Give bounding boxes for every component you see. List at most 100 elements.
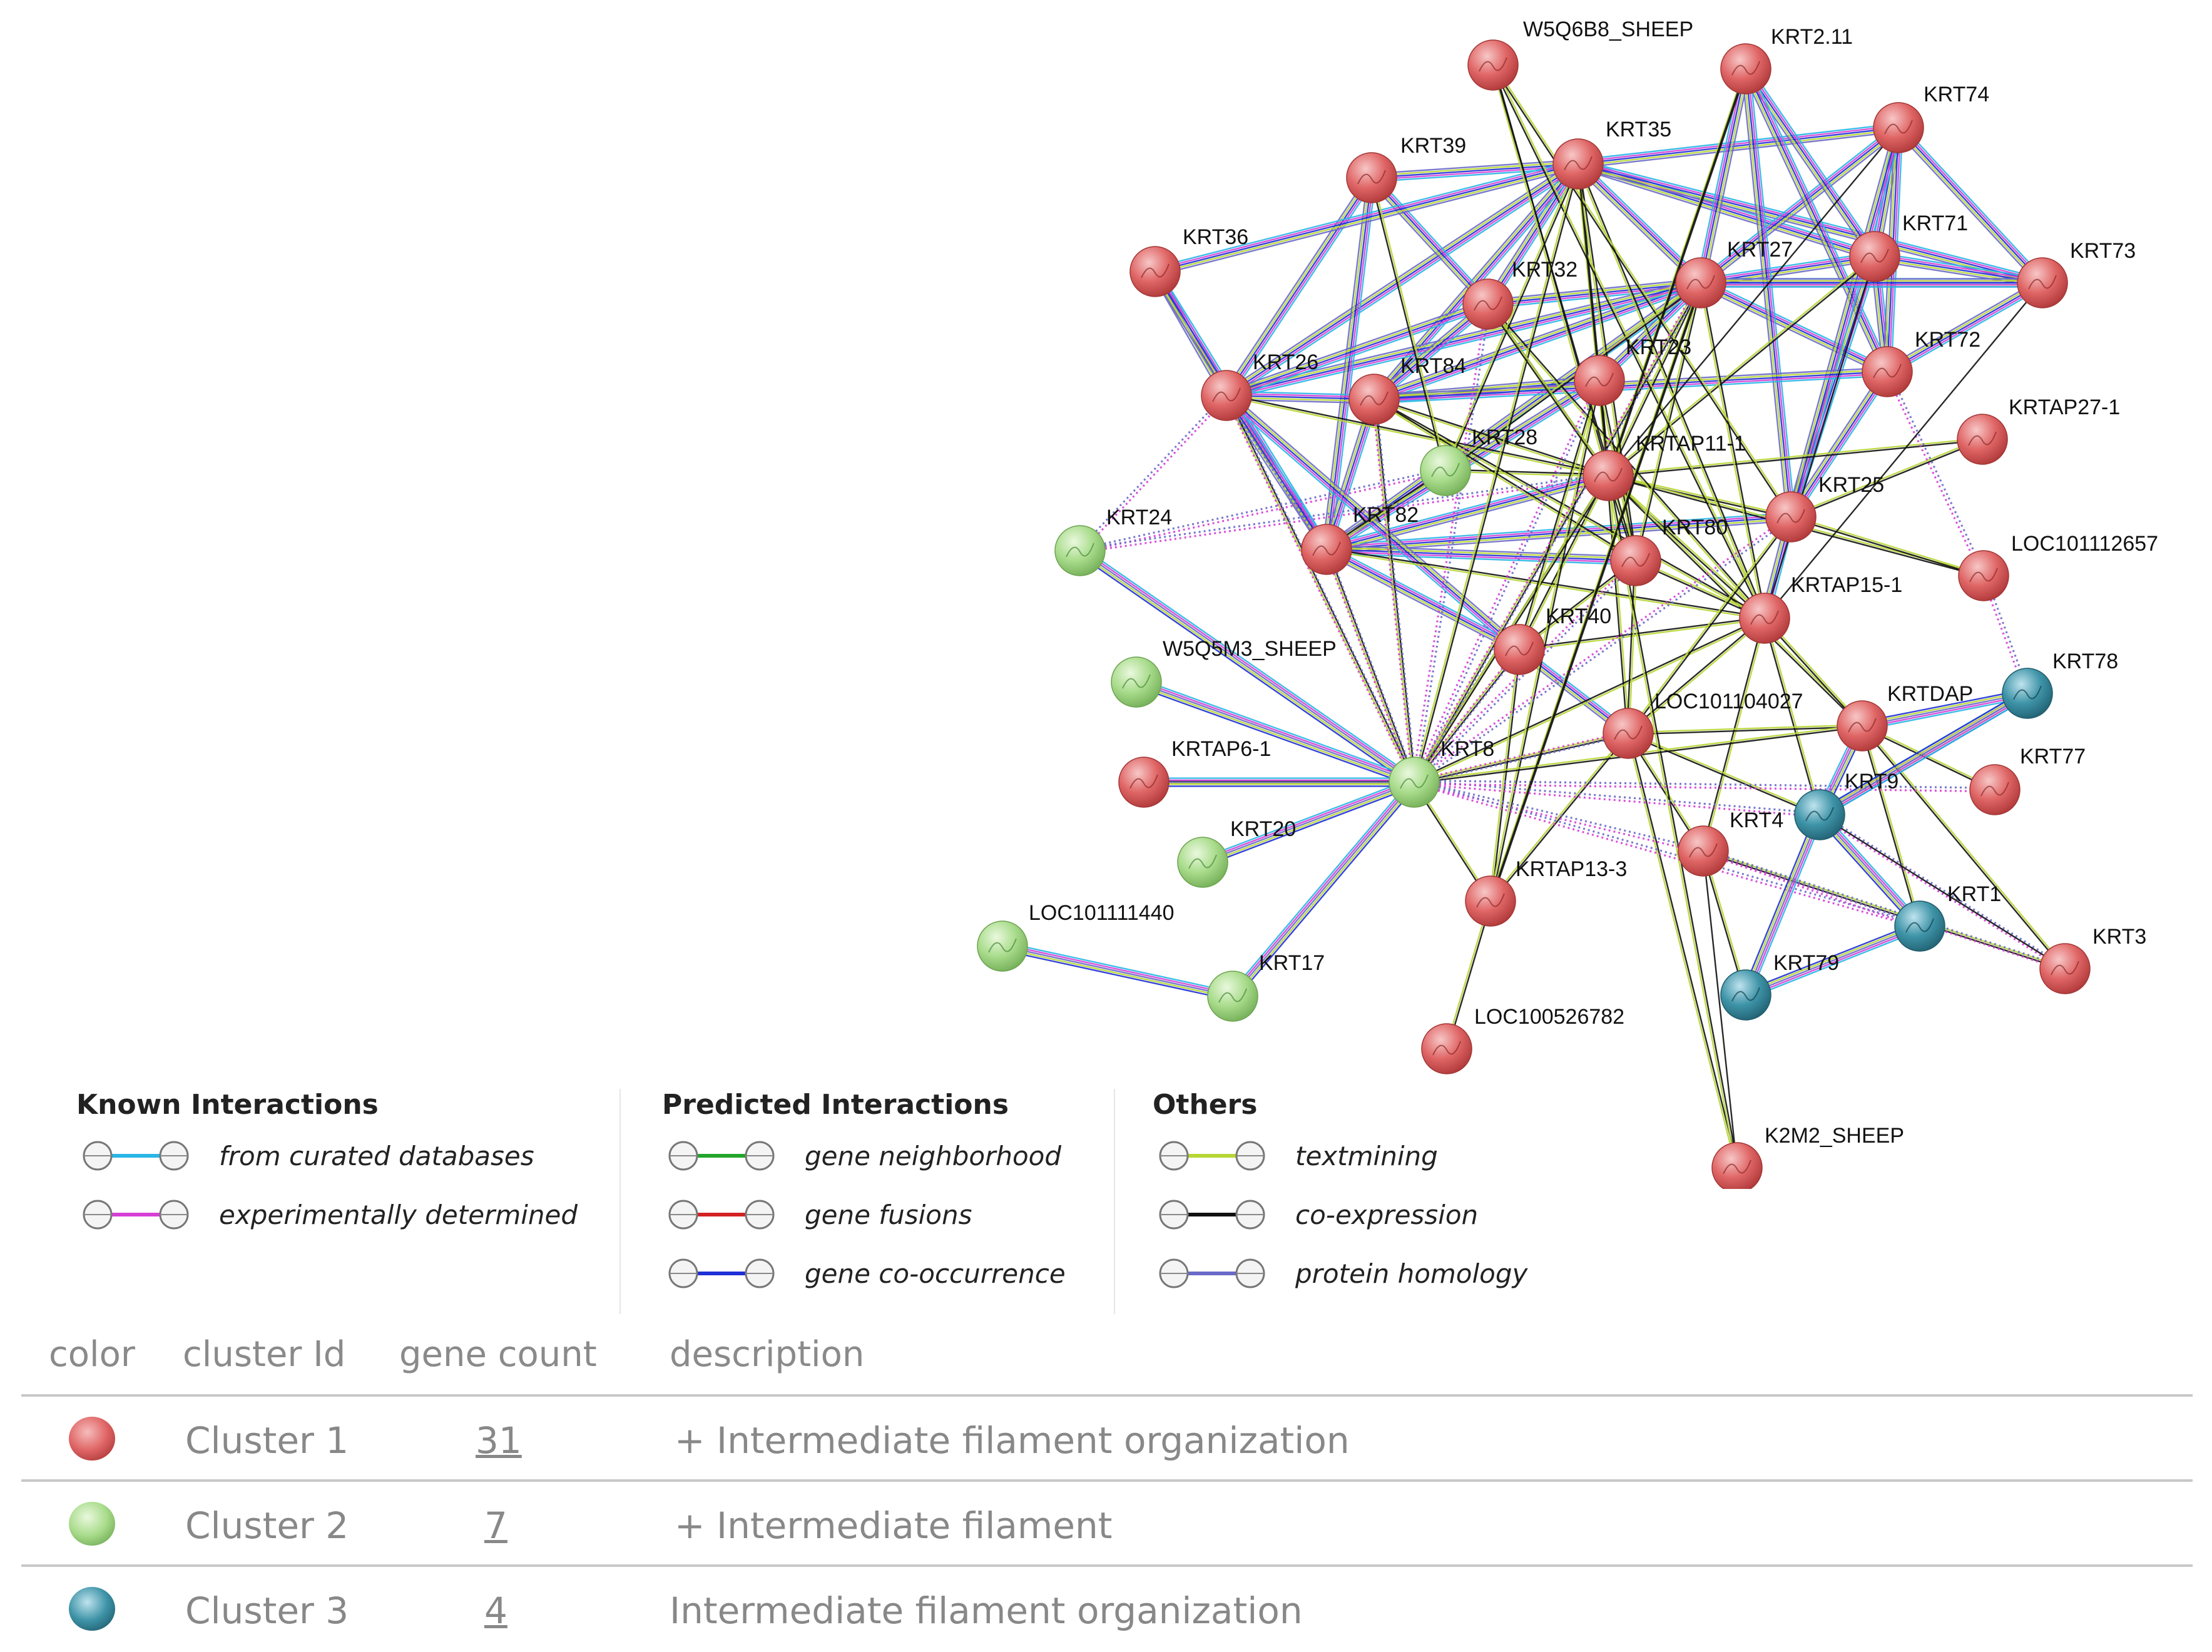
protein-node-sphere[interactable] [1177, 837, 1228, 888]
interaction-edge[interactable] [1607, 68, 1747, 476]
protein-node[interactable]: KRTAP27-1 [1957, 395, 2120, 465]
interaction-edge[interactable] [1411, 303, 1491, 783]
interaction-edge[interactable] [1741, 813, 1825, 997]
interaction-edge[interactable] [1489, 282, 1702, 902]
protein-node-sphere[interactable] [1207, 971, 1258, 1022]
protein-node-sphere[interactable] [1603, 708, 1654, 759]
protein-node-sphere[interactable] [1465, 875, 1516, 927]
interaction-edge[interactable] [1607, 255, 1876, 477]
protein-node-sphere[interactable] [1873, 102, 1924, 153]
table-row[interactable]: Cluster 1 31 + Intermediate filament org… [21, 1394, 2193, 1479]
interaction-edge[interactable] [1370, 177, 1447, 471]
interaction-edge[interactable] [1486, 303, 1610, 477]
cluster-description[interactable]: + Intermediate filament [675, 1504, 1113, 1547]
protein-node-sphere[interactable] [1346, 152, 1397, 203]
protein-node[interactable]: KRT25 [1765, 473, 1884, 543]
protein-node-sphere[interactable] [1494, 624, 1545, 675]
interaction-edge[interactable] [1325, 471, 1609, 554]
protein-node[interactable]: KRT40 [1494, 604, 1611, 675]
protein-node-sphere[interactable] [1894, 900, 1945, 952]
protein-node[interactable]: KRT27 [1675, 238, 1793, 308]
interaction-edge[interactable] [1445, 900, 1492, 1049]
interaction-edge[interactable] [1154, 159, 1579, 277]
protein-node[interactable]: KRT35 [1552, 118, 1671, 190]
protein-node-sphere[interactable] [2039, 943, 2091, 994]
table-row[interactable]: Cluster 3 4 Intermediate filament organi… [21, 1564, 2193, 1649]
interaction-edge[interactable] [1412, 648, 1522, 784]
interaction-edge[interactable] [1817, 689, 2030, 819]
protein-node-sphere[interactable] [1720, 969, 1771, 1021]
interaction-edge[interactable] [1079, 467, 1446, 554]
protein-node-sphere[interactable] [1118, 757, 1170, 808]
protein-node-sphere[interactable] [1389, 757, 1440, 808]
interaction-edge[interactable] [1517, 380, 1601, 650]
protein-node[interactable]: KRT24 [1054, 506, 1172, 576]
protein-node[interactable]: KRT2.11 [1720, 25, 1853, 94]
interaction-edge[interactable] [1414, 730, 1629, 785]
gene-count-link[interactable]: 31 [476, 1419, 522, 1462]
interaction-edge[interactable] [1412, 379, 1602, 783]
protein-node[interactable]: KRT4 [1678, 808, 1783, 877]
protein-node[interactable]: KRTAP13-3 [1465, 857, 1627, 927]
interaction-edge[interactable] [1326, 544, 1636, 566]
interaction-edge[interactable] [1701, 618, 1766, 852]
protein-node-sphere[interactable] [1348, 374, 1400, 425]
protein-node[interactable]: W5Q6B8_SHEEP [1467, 18, 1693, 91]
interaction-edge[interactable] [1744, 921, 1922, 1000]
protein-node-sphere[interactable] [2017, 257, 2068, 308]
interaction-edge[interactable] [1626, 733, 1739, 1168]
cluster-description[interactable]: + Intermediate filament organization [675, 1419, 1350, 1462]
protein-node[interactable]: LOC101111440 [977, 901, 1175, 972]
protein-node[interactable]: KRT23 [1574, 335, 1691, 406]
protein-node[interactable]: KRT79 [1720, 951, 1839, 1021]
interaction-edge[interactable] [1861, 688, 2029, 731]
interaction-edge[interactable] [1895, 124, 2046, 287]
protein-node-sphere[interactable] [1957, 414, 2008, 465]
protein-node[interactable]: KRTAP11-1 [1583, 432, 1746, 501]
interaction-edge[interactable] [1001, 941, 1234, 1001]
interaction-edge[interactable] [1818, 812, 2067, 971]
protein-node[interactable]: KRT1 [1894, 882, 2001, 952]
protein-node-sphere[interactable] [1201, 370, 1252, 421]
protein-node[interactable]: KRTAP6-1 [1118, 737, 1271, 808]
interaction-edge[interactable] [1491, 64, 1766, 620]
interaction-edge[interactable] [1606, 475, 1739, 1168]
protein-node-sphere[interactable] [1837, 700, 1888, 752]
interaction-edge[interactable] [1698, 124, 1902, 287]
protein-node[interactable]: KRT17 [1207, 951, 1325, 1022]
interaction-edge[interactable] [1860, 725, 1922, 927]
protein-node[interactable]: KRT8 [1389, 737, 1494, 808]
protein-node[interactable]: KRT77 [1969, 745, 2086, 815]
protein-node[interactable]: KRTDAP [1837, 682, 1973, 752]
interaction-edge[interactable] [1577, 123, 1899, 169]
interaction-edge[interactable] [1229, 779, 1418, 999]
interaction-edge[interactable] [1324, 545, 1522, 654]
interaction-edge[interactable] [1144, 777, 1414, 787]
protein-node[interactable]: LOC100526782 [1421, 1005, 1624, 1074]
interaction-edge[interactable] [1226, 394, 1609, 477]
protein-node-sphere[interactable] [2002, 668, 2053, 719]
protein-node-sphere[interactable] [1552, 138, 1604, 190]
interaction-edge[interactable] [1414, 779, 1995, 793]
protein-node-sphere[interactable] [1420, 445, 1471, 496]
interaction-edge[interactable] [1134, 677, 1416, 787]
interaction-edge[interactable] [1491, 64, 1793, 518]
protein-node-sphere[interactable] [1739, 593, 1790, 644]
protein-node[interactable]: KRT71 [1849, 212, 1968, 282]
protein-node-sphere[interactable] [1862, 346, 1913, 397]
protein-node-sphere[interactable] [1301, 524, 1352, 575]
interaction-edge[interactable] [1412, 514, 1793, 785]
interaction-edge[interactable] [1696, 68, 1751, 284]
interaction-edge[interactable] [1079, 472, 1609, 554]
interaction-edge[interactable] [1577, 163, 1609, 476]
interaction-edge[interactable] [1224, 394, 1329, 551]
protein-node-sphere[interactable] [1711, 1142, 1763, 1189]
protein-node[interactable]: KRT73 [2017, 239, 2136, 308]
protein-node[interactable]: K2M2_SHEEP [1711, 1124, 1904, 1189]
protein-node[interactable]: KRT28 [1420, 426, 1537, 496]
interaction-edge[interactable] [1222, 175, 1376, 399]
interaction-edge[interactable] [1885, 278, 2045, 376]
protein-node[interactable]: KRT84 [1348, 354, 1466, 425]
interaction-edge[interactable] [1741, 68, 1796, 518]
protein-node-sphere[interactable] [1849, 231, 1900, 282]
